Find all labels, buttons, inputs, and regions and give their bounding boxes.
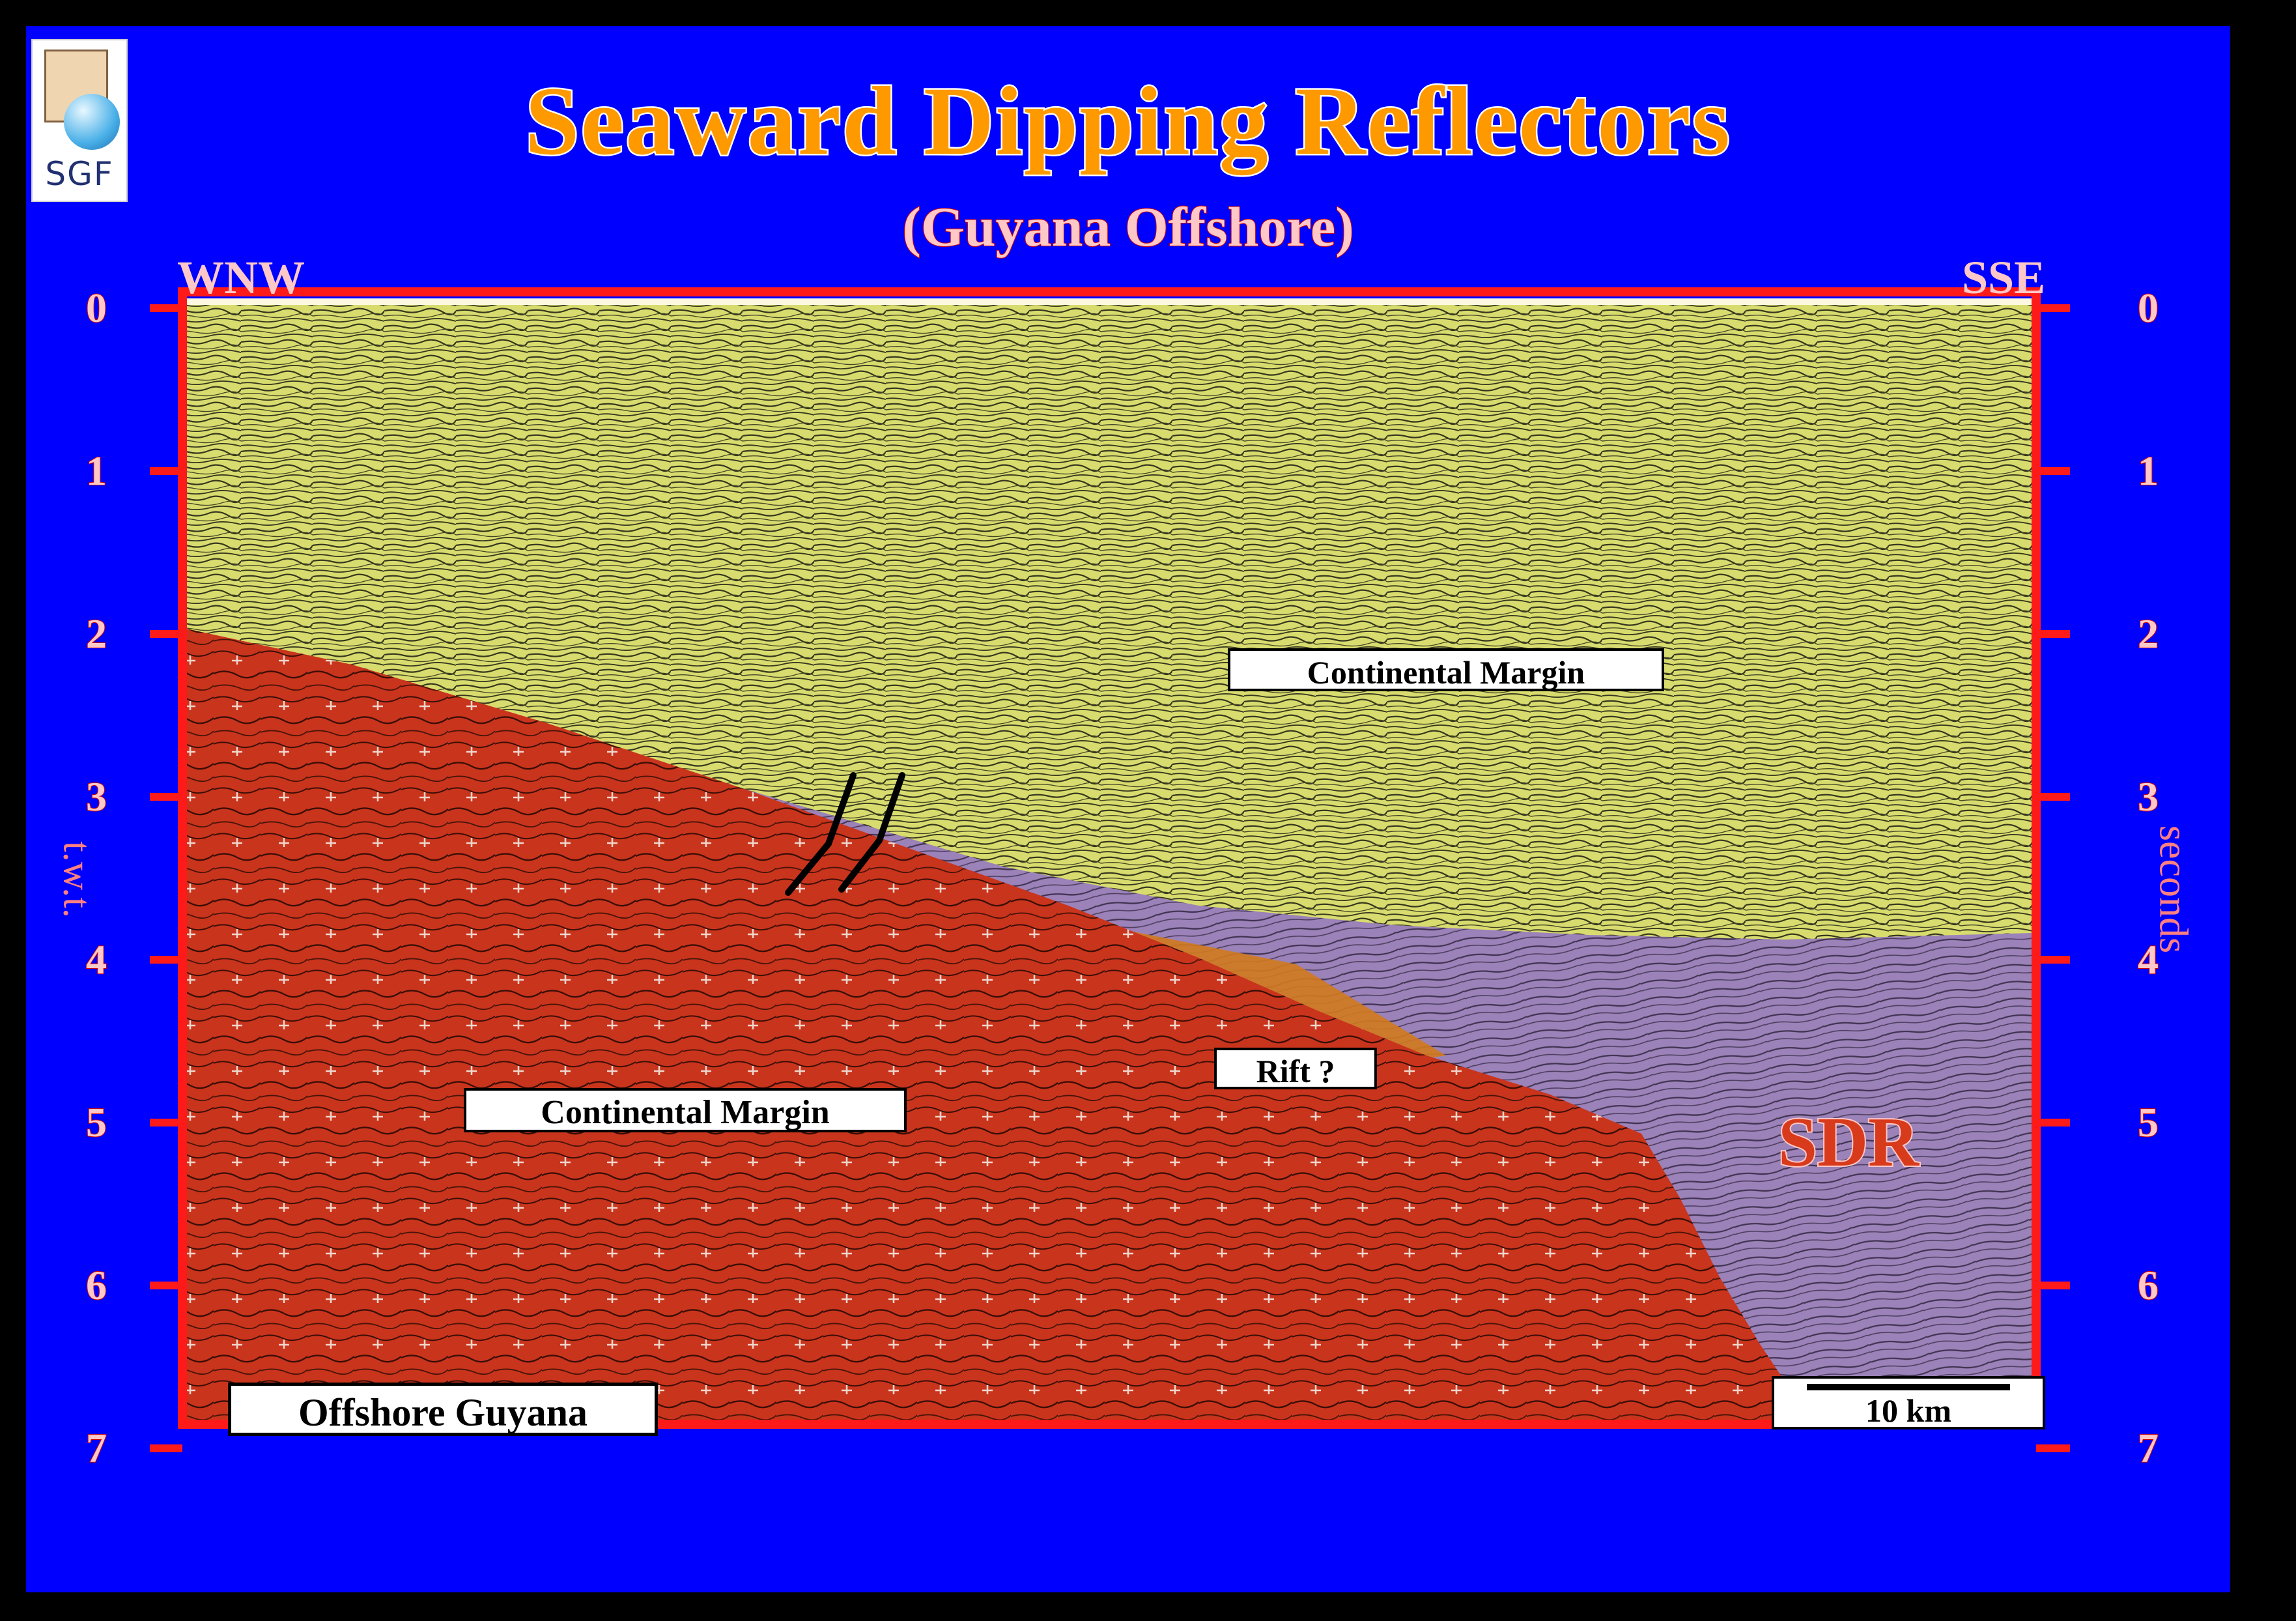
label-continental-margin-upper: Continental Margin xyxy=(1228,648,1664,691)
left-tick-label-4: 4 xyxy=(85,936,107,983)
scale-bar-line xyxy=(1807,1384,2010,1390)
page-subtitle: (Guyana Offshore) xyxy=(901,195,1355,259)
left-tick-label-5: 5 xyxy=(85,1098,107,1146)
slide: SGF Seaward Dipping Reflectors (Guyana O… xyxy=(26,26,2230,1592)
right-tick-label-1: 1 xyxy=(2137,447,2159,495)
label-continental-margin-lower: Continental Margin xyxy=(464,1088,907,1132)
sgf-logo: SGF xyxy=(31,39,128,202)
page-title: Seaward Dipping Reflectors xyxy=(524,66,1732,177)
right-tick-label-7: 7 xyxy=(2137,1424,2159,1472)
direction-right: SSE xyxy=(1962,251,2046,304)
right-tick-label-5: 5 xyxy=(2137,1098,2159,1146)
label-sdr: SDR xyxy=(1777,1102,1920,1183)
right-tick-label-0: 0 xyxy=(2137,284,2159,332)
right-tick-label-4: 4 xyxy=(2137,936,2159,983)
label-rift: Rift ? xyxy=(1214,1048,1377,1089)
left-tick-label-7: 7 xyxy=(85,1424,107,1472)
section-frame xyxy=(178,287,2041,1429)
right-tick-label-3: 3 xyxy=(2137,773,2159,820)
axis-label-left: t.w.t. xyxy=(55,841,99,918)
left-tick-label-3: 3 xyxy=(85,773,107,820)
logo-globe-icon xyxy=(64,94,120,150)
left-tick-label-1: 1 xyxy=(85,447,107,495)
scale-bar-label: 10 km xyxy=(1865,1392,1951,1429)
seismic-section-diagram xyxy=(150,287,2070,1452)
fault-lines xyxy=(785,772,905,896)
logo-text: SGF xyxy=(45,155,114,193)
label-location: Offshore Guyana xyxy=(228,1383,658,1436)
left-tick-label-2: 2 xyxy=(85,610,107,657)
right-tick-label-6: 6 xyxy=(2137,1261,2159,1309)
right-tick-label-2: 2 xyxy=(2137,610,2159,657)
left-tick-label-0: 0 xyxy=(85,284,107,332)
axis-label-right: seconds xyxy=(2151,825,2196,954)
basement-layer xyxy=(186,629,1811,1420)
scale-bar: 10 km xyxy=(1772,1376,2045,1429)
left-tick-label-6: 6 xyxy=(85,1261,107,1309)
axis-ticks xyxy=(150,304,2070,1452)
direction-left: WNW xyxy=(177,251,305,304)
